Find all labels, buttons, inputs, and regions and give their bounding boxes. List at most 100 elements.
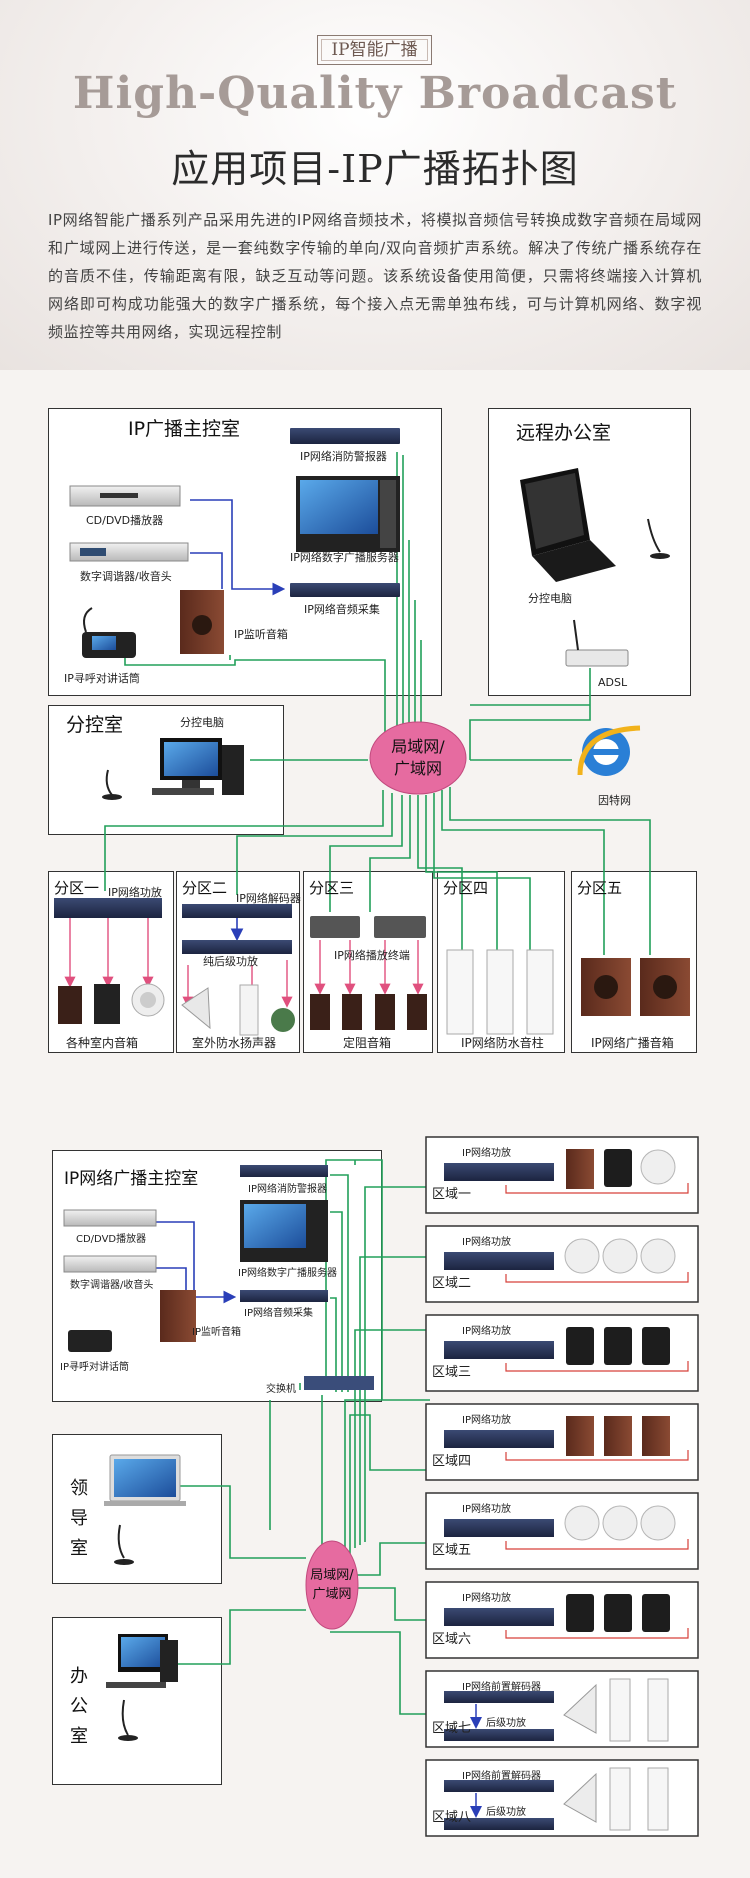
area-1-amplifier: [444, 1163, 554, 1181]
network-hub-2: [305, 1540, 359, 1630]
office-char-2: 公: [70, 1696, 88, 1717]
area-8-device-2: 后级功放: [486, 1807, 526, 1818]
hub-2-label-1: 局域网/: [310, 1568, 354, 1583]
hub-1-label-2: 广域网: [393, 759, 442, 778]
area-7-speaker-2: [609, 1678, 631, 1742]
network-main-room-box: [52, 1150, 382, 1402]
leader-room-char-3: 室: [70, 1538, 88, 1559]
zone-3-terminal-a: [310, 916, 360, 938]
area-2-speaker-2: [602, 1238, 638, 1274]
remote-laptop: [520, 468, 616, 582]
cd-player-label: CD/DVD播放器: [86, 514, 164, 527]
area-6-speaker-3: [642, 1594, 670, 1632]
area-8-device: IP网络前置解码器: [462, 1771, 541, 1782]
area-1-name: 区域一: [432, 1187, 472, 1202]
area-3-device: IP网络功放: [462, 1326, 511, 1337]
internet-label: 因特网: [598, 794, 631, 807]
area-3-name: 区域三: [432, 1365, 472, 1380]
area-8-rear-amp: [444, 1818, 554, 1830]
area-1-speaker-wire: [505, 1183, 689, 1194]
area-6-device: IP网络功放: [462, 1593, 511, 1604]
area-7-device-2: 后级功放: [486, 1718, 526, 1729]
area-4-name: 区域四: [432, 1454, 472, 1469]
zone-2-device-2: 纯后级功放: [203, 955, 258, 968]
area-3-speaker-wire: [505, 1361, 689, 1372]
page-title: 应用项目-IP广播拓扑图: [171, 147, 579, 191]
zone-2-device: IP网络解码器: [236, 892, 301, 905]
header-background: [0, 0, 750, 370]
office-char-1: 办: [70, 1666, 88, 1687]
server-label-2: IP网络数字广播服务器: [238, 1268, 337, 1279]
area-1-device: IP网络功放: [462, 1148, 511, 1159]
area-1-speaker-2: [604, 1149, 632, 1187]
area-4-speaker-wire: [505, 1450, 689, 1461]
area-7-rear-amp: [444, 1729, 554, 1741]
zone-1-device: IP网络功放: [108, 886, 162, 899]
audio-wires-2: [155, 1221, 237, 1304]
zone-3-device: IP网络播放终端: [334, 949, 410, 962]
zone-3-terminal-b: [374, 916, 426, 938]
zone-2-title: 分区二: [182, 879, 228, 897]
area-6-speaker-2: [604, 1594, 632, 1632]
server-label: IP网络数字广播服务器: [290, 551, 399, 564]
zone-4-title: 分区四: [443, 879, 489, 897]
area-2-name: 区域二: [432, 1276, 472, 1291]
area-2-amplifier: [444, 1252, 554, 1270]
audio-wires-1: [190, 499, 286, 942]
intro-paragraph: IP网络智能广播系列产品采用先进的IP网络音频技术，将模拟音频信号转换成数字音频…: [48, 211, 702, 341]
area-3-speaker-1: [566, 1327, 594, 1365]
speaker-wires-1: [64, 918, 424, 1008]
area-2-speaker-1: [564, 1238, 600, 1274]
area-8-decoder: [444, 1780, 554, 1792]
area-3-amplifier: [444, 1341, 554, 1359]
area-5-amplifier: [444, 1519, 554, 1537]
zone-1-title: 分区一: [54, 879, 100, 897]
adsl-label: ADSL: [598, 676, 628, 689]
fire-alarm-label-2: IP网络消防警报器: [248, 1184, 327, 1195]
area-6-speaker-wire: [505, 1628, 689, 1639]
audio-collector: [290, 583, 400, 597]
zone-1-caption: 各种室内音箱: [66, 1036, 139, 1050]
network-hub-1: [369, 721, 467, 795]
area-7-speaker-1: [563, 1683, 597, 1734]
hub-1-label-1: 局域网/: [391, 737, 445, 756]
zone-5-caption: IP网络广播音箱: [591, 1036, 674, 1050]
area-4-device: IP网络功放: [462, 1415, 511, 1426]
intercom-label: IP寻呼对讲话筒: [64, 672, 140, 685]
area-7-device: IP网络前置解码器: [462, 1682, 541, 1693]
area-6-amplifier: [444, 1608, 554, 1626]
area-5-speaker-wire: [505, 1539, 689, 1550]
internet-logo: [577, 725, 641, 776]
leader-room-char-1: 领: [70, 1478, 88, 1499]
remote-office-title: 远程办公室: [516, 422, 612, 444]
area-5-device: IP网络功放: [462, 1504, 511, 1515]
area-8-speaker-3: [647, 1767, 669, 1831]
area-4-speaker-1: [566, 1416, 594, 1456]
collector-label-2: IP网络音频采集: [244, 1308, 313, 1319]
intercom-label-2: IP寻呼对讲话筒: [60, 1362, 129, 1373]
cd-player-label-2: CD/DVD播放器: [76, 1234, 147, 1245]
monitor-speaker-label-2: IP监听音箱: [192, 1327, 241, 1338]
area-1-speaker-3: [640, 1149, 676, 1185]
zone-5-title: 分区五: [577, 879, 623, 897]
area-5-speaker-3: [640, 1505, 676, 1541]
switch-label: 交换机: [266, 1384, 296, 1395]
area-2-device: IP网络功放: [462, 1237, 511, 1248]
remote-pc-label: 分控电脑: [528, 592, 572, 605]
audio-collector-2: [240, 1290, 328, 1302]
area-4-speaker-3: [642, 1416, 670, 1456]
area-2-speaker-3: [640, 1238, 676, 1274]
main-room-title: IP广播主控室: [128, 418, 241, 440]
area-8-speaker-2: [609, 1767, 631, 1831]
zone-2-caption: 室外防水扬声器: [192, 1036, 277, 1050]
lan-wires-2: [175, 1159, 430, 1715]
english-title: High-Quality Broadcast: [72, 68, 678, 119]
area-1-speaker-1: [566, 1149, 594, 1189]
fire-alarm-label: IP网络消防警报器: [300, 450, 387, 463]
area-2-speaker-wire: [505, 1272, 689, 1283]
network-switch: [304, 1376, 374, 1390]
zone-1-amplifier: [54, 898, 162, 918]
area-6-name: 区域六: [432, 1632, 472, 1647]
